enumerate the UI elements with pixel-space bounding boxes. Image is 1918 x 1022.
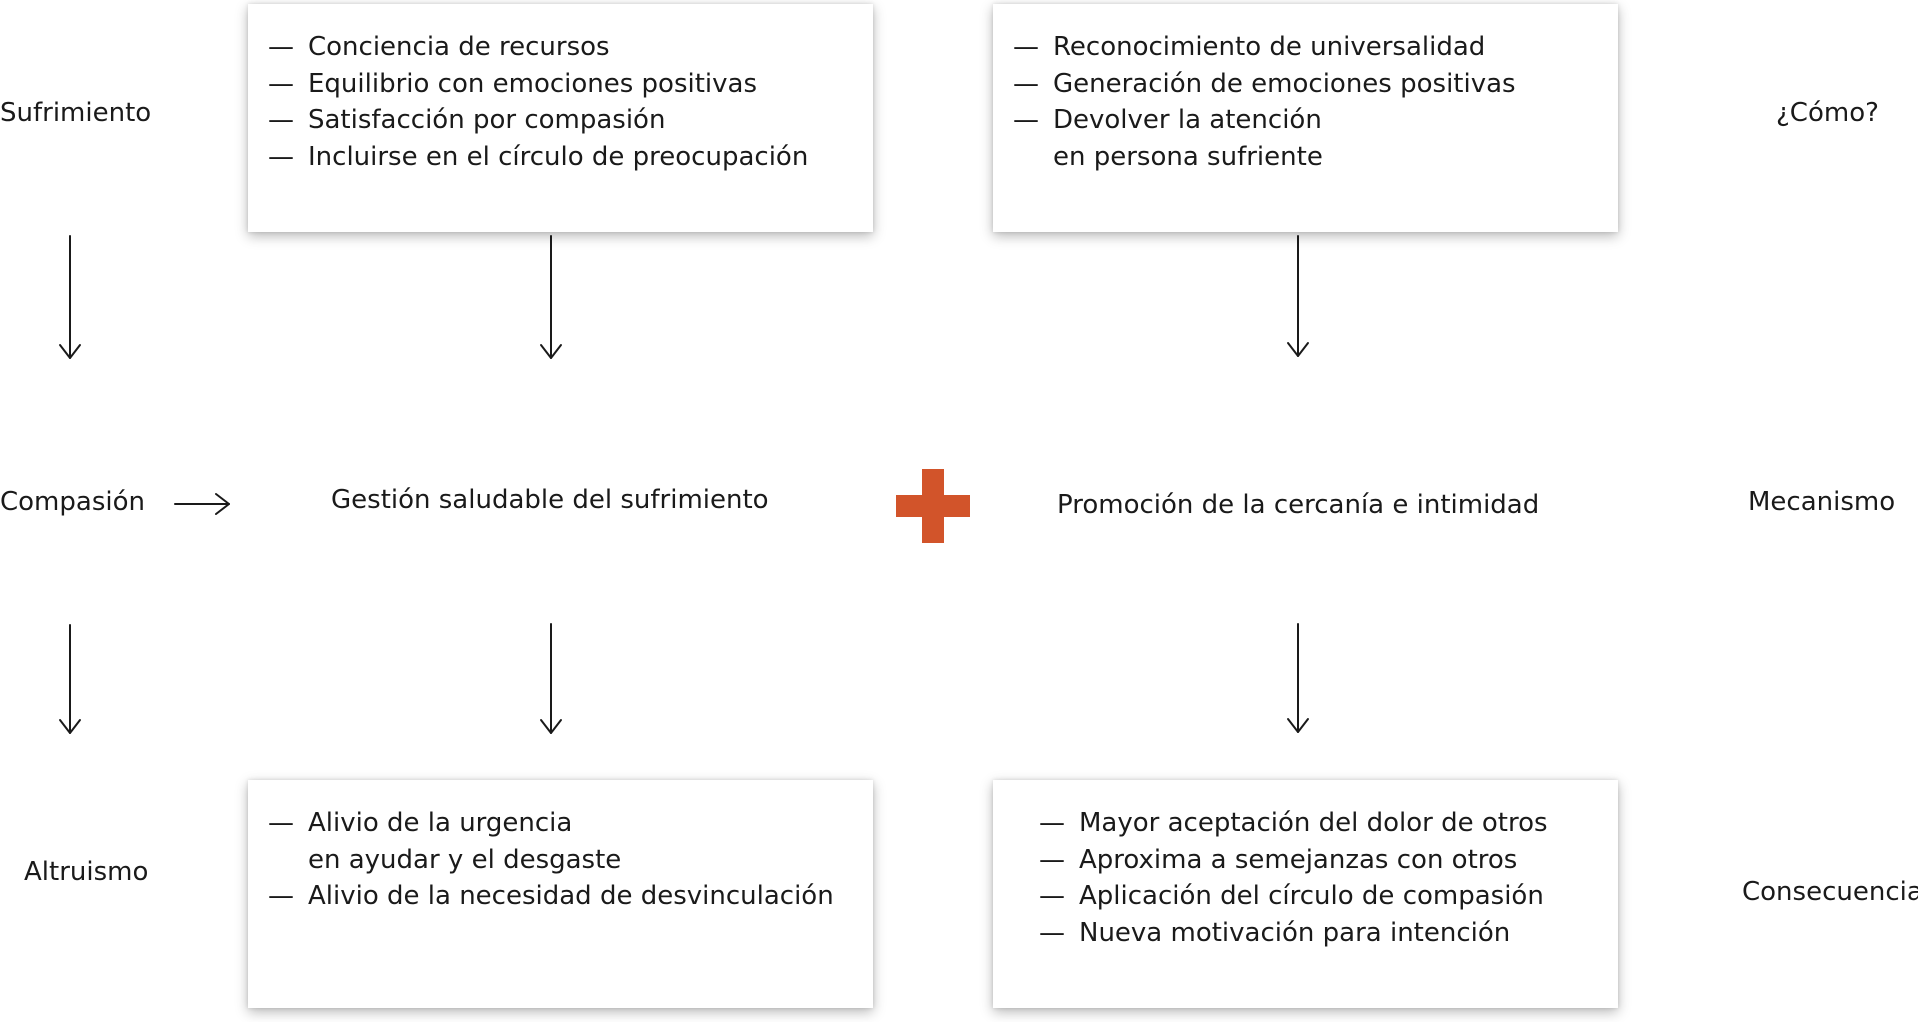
row-label-mecanismo: Mecanismo [1748, 487, 1896, 517]
arrow-down-icon [540, 623, 562, 734]
list-item: Generación de emociones positivas [1013, 66, 1618, 103]
list-item: Equilibrio con emociones positivas [268, 66, 873, 103]
row-label-consecuencia: Consecuencia [1742, 877, 1918, 907]
mechanism-left-label: Gestión saludable del sufrimiento [331, 485, 769, 515]
box-top-right-list: Reconocimiento de universalidad Generaci… [1013, 29, 1618, 175]
list-item: Incluirse en el círculo de preocupación [268, 139, 873, 176]
box-bottom-right-list: Mayor aceptación del dolor de otros Apro… [1039, 805, 1618, 951]
arrow-down-icon [59, 624, 81, 734]
box-top-left-list: Conciencia de recursos Equilibrio con em… [268, 29, 873, 175]
list-item: Mayor aceptación del dolor de otros [1039, 805, 1618, 842]
box-bottom-right: Mayor aceptación del dolor de otros Apro… [993, 780, 1618, 1008]
list-item: Reconocimiento de universalidad [1013, 29, 1618, 66]
list-item: Satisfacción por compasión [268, 102, 873, 139]
row-label-altruismo: Altruismo [24, 857, 149, 887]
box-top-left: Conciencia de recursos Equilibrio con em… [248, 4, 873, 232]
mechanism-right-label: Promoción de la cercanía e intimidad [1057, 490, 1540, 520]
box-bottom-left: Alivio de la urgencia en ayudar y el des… [248, 780, 873, 1008]
list-item: Aproxima a semejanzas con otros [1039, 842, 1618, 879]
plus-icon [896, 469, 970, 543]
list-item: Aplicación del círculo de compasión [1039, 878, 1618, 915]
arrow-right-icon [174, 493, 230, 515]
list-item: Alivio de la necesidad de desvinculación [268, 878, 873, 915]
list-item: Conciencia de recursos [268, 29, 873, 66]
box-top-right: Reconocimiento de universalidad Generaci… [993, 4, 1618, 232]
list-item: Alivio de la urgencia en ayudar y el des… [268, 805, 873, 878]
arrow-down-icon [59, 235, 81, 359]
arrow-down-icon [540, 235, 562, 359]
row-label-como: ¿Cómo? [1776, 98, 1879, 128]
list-item: Nueva motivación para intención [1039, 915, 1618, 952]
arrow-down-icon [1287, 623, 1309, 733]
row-label-compasion: Compasión [0, 487, 145, 517]
row-label-sufrimiento: Sufrimiento [0, 98, 152, 128]
list-item: Devolver la atención en persona sufrient… [1013, 102, 1618, 175]
box-bottom-left-list: Alivio de la urgencia en ayudar y el des… [268, 805, 873, 915]
arrow-down-icon [1287, 235, 1309, 357]
